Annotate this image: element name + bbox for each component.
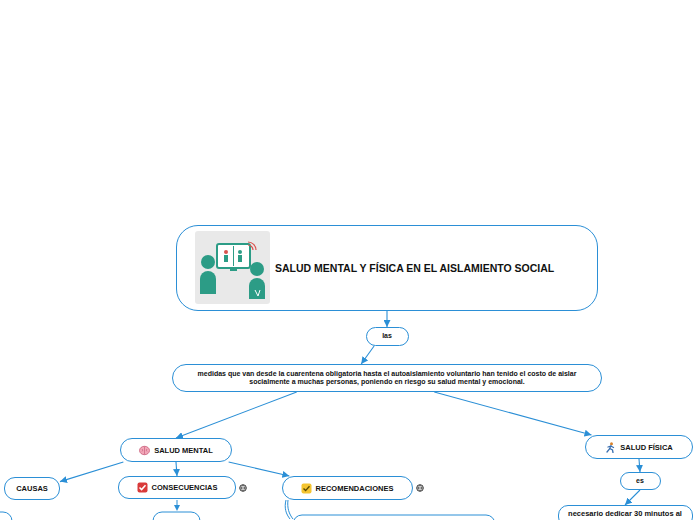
connector-arrow — [60, 462, 123, 482]
connector-arrow — [176, 392, 297, 438]
cut-box — [0, 512, 12, 520]
concept-box: SALUD MENTAL — [120, 438, 232, 462]
node-text: es — [636, 477, 644, 486]
concept-box: CONSECUENCIAS — [118, 476, 236, 499]
connector-arrow — [176, 462, 177, 476]
run-icon — [605, 442, 616, 453]
person-figure — [200, 271, 216, 294]
signal-icon — [248, 242, 256, 250]
connector-arrow — [386, 311, 387, 327]
node-text: RECOMENDACIONES — [316, 484, 394, 493]
concept-box: CAUSAS — [4, 477, 60, 500]
connector-arrow — [229, 462, 290, 476]
person-figure — [255, 290, 260, 296]
connector-arrow — [625, 490, 640, 505]
node-text: SALUD MENTAL — [154, 446, 213, 455]
person-figure — [250, 262, 264, 276]
cut-box — [293, 515, 495, 520]
icon-background — [195, 231, 270, 304]
concept-box: SALUD FÍSICA — [585, 435, 693, 459]
mini-figure — [224, 255, 228, 262]
node-text: las — [382, 332, 392, 341]
node-text: CAUSAS — [16, 484, 48, 493]
cut-arrow — [288, 500, 293, 519]
mini-figure — [224, 250, 228, 254]
concept-box: es — [620, 472, 661, 490]
cut-box — [153, 512, 200, 520]
node-text: medidas que van desde la cuarentena obli… — [187, 370, 587, 387]
brain-icon — [139, 445, 150, 456]
concept-box: RECOMENDACIONES — [282, 476, 413, 500]
title-text: SALUD MENTAL Y FÍSICA EN EL AISLAMIENTO … — [275, 262, 554, 274]
note-icon — [301, 483, 312, 494]
globe-icon — [417, 485, 424, 492]
mini-figure — [238, 255, 242, 262]
globe-icon — [240, 485, 247, 492]
person-figure — [201, 255, 215, 269]
title-box: SALUD MENTAL Y FÍSICA EN EL AISLAMIENTO … — [176, 225, 598, 311]
node-text: CONSECUENCIAS — [152, 483, 218, 492]
concept-box: las — [366, 327, 409, 346]
connector-arrow — [639, 459, 640, 472]
monitor — [217, 244, 250, 268]
connector-arrow — [434, 392, 591, 435]
person-figure — [249, 278, 265, 299]
check-icon — [137, 482, 148, 493]
monitor-stand — [230, 268, 237, 271]
connector-arrow — [361, 346, 374, 364]
cut-arrow — [174, 505, 180, 511]
concept-box: necesario dedicar 30 minutos al — [558, 505, 693, 520]
concept-box: medidas que van desde la cuarentena obli… — [172, 364, 602, 392]
monitor-divider — [233, 246, 234, 266]
mini-figure — [238, 250, 242, 254]
node-text: necesario dedicar 30 minutos al — [568, 509, 682, 518]
node-text: SALUD FÍSICA — [620, 443, 673, 452]
